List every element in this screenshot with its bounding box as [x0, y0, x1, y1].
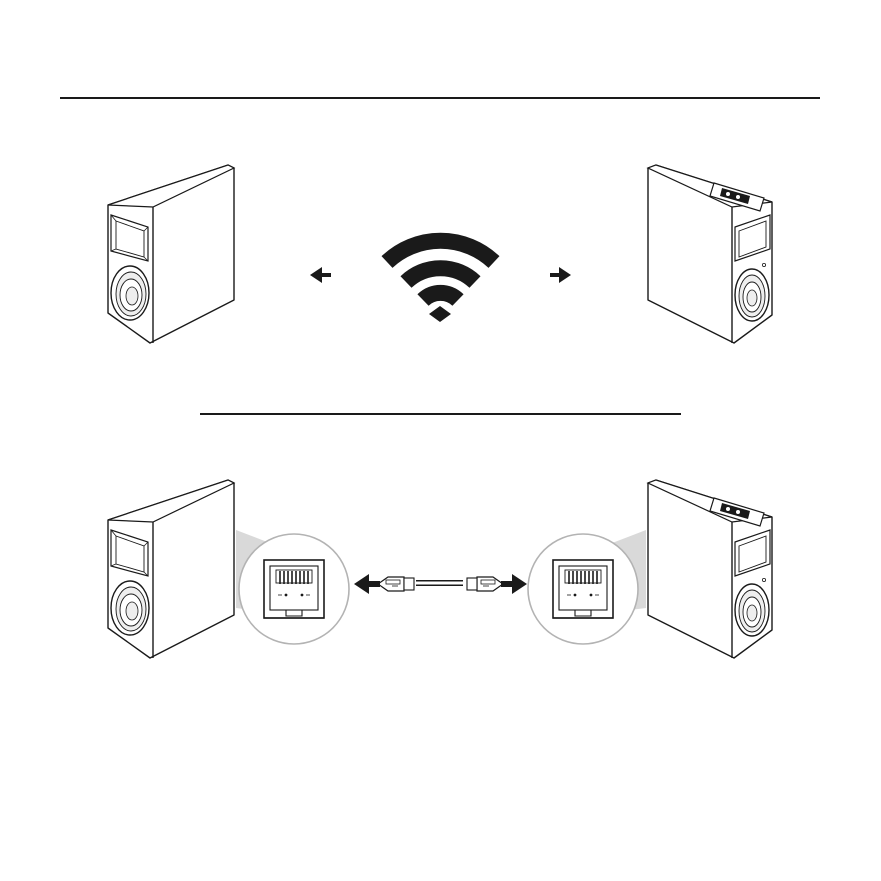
arrow-left-wireless [310, 267, 331, 283]
arrow-right-wireless [550, 267, 571, 283]
left-speaker-wired [108, 480, 234, 658]
ethernet-cable [378, 577, 503, 591]
right-speaker-wireless [648, 165, 772, 343]
wifi-dot-icon [429, 306, 451, 322]
left-speaker-wireless [108, 165, 234, 343]
wifi-icon [387, 241, 494, 300]
rj45-port-left [264, 560, 324, 618]
rj45-port-right [553, 560, 613, 618]
arrow-left-wired [354, 574, 380, 594]
right-speaker-wired [648, 480, 772, 658]
arrow-right-wired [501, 574, 527, 594]
